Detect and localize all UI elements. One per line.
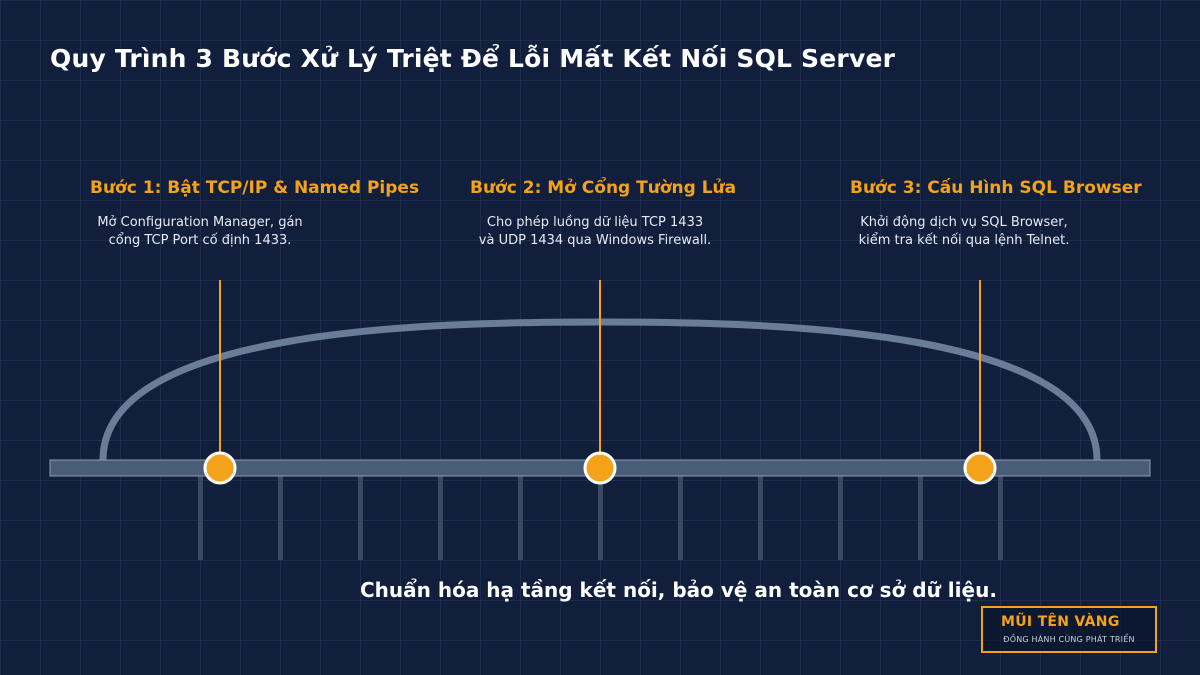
step-2: Bước 2: Mở Cổng Tường Lửa Cho phép luồng… [470,178,830,250]
step-3-description-line: kiểm tra kết nối qua lệnh Telnet. [858,233,1070,248]
step-1: Bước 1: Bật TCP/IP & Named Pipes Mở Conf… [90,178,450,250]
page-title: Quy Trình 3 Bước Xử Lý Triệt Để Lỗi Mất … [50,44,896,73]
bridge-pillar [838,476,843,560]
brand-badge: MŨI TÊN VÀNG ĐỒNG HÀNH CÙNG PHÁT TRIỂN [981,606,1157,653]
brand-name: MŨI TÊN VÀNG [1001,614,1120,630]
bridge-pillar [358,476,363,560]
brand-tagline: ĐỒNG HÀNH CÙNG PHÁT TRIỂN [1003,635,1135,644]
bridge-pillars [198,476,1003,560]
step-1-title: Bước 1: Bật TCP/IP & Named Pipes [90,178,420,198]
bridge-pillar [758,476,763,560]
step-3-marker [963,451,997,485]
bridge-pillar [278,476,283,560]
step-3-description-line: Khởi động dịch vụ SQL Browser, [860,215,1068,230]
step-1-description: Mở Configuration Manager, gán cổng TCP P… [90,214,310,250]
step-3-title: Bước 3: Cấu Hình SQL Browser [850,178,1142,198]
bridge-pillar [998,476,1003,560]
bridge-pillar [438,476,443,560]
step-1-description-line: cổng TCP Port cố định 1433. [108,233,292,248]
step-2-description-line: Cho phép luồng dữ liệu TCP 1433 [486,215,704,230]
step-2-marker [583,451,617,485]
bridge-pillar [518,476,523,560]
tagline: Chuẩn hóa hạ tầng kết nối, bảo vệ an toà… [360,578,997,602]
bridge-pillar [598,476,603,560]
step-1-marker [203,451,237,485]
bridge-pillar [918,476,923,560]
step-2-description-line: và UDP 1434 qua Windows Firewall. [478,233,712,248]
step-2-description: Cho phép luồng dữ liệu TCP 1433 và UDP 1… [470,214,720,250]
step-2-title: Bước 2: Mở Cổng Tường Lửa [470,178,737,198]
step-3: Bước 3: Cấu Hình SQL Browser Khởi động d… [850,178,1200,250]
bridge-pillar [198,476,203,560]
step-1-description-line: Mở Configuration Manager, gán [97,215,303,230]
step-3-description: Khởi động dịch vụ SQL Browser, kiểm tra … [850,214,1078,250]
bridge-pillar [678,476,683,560]
